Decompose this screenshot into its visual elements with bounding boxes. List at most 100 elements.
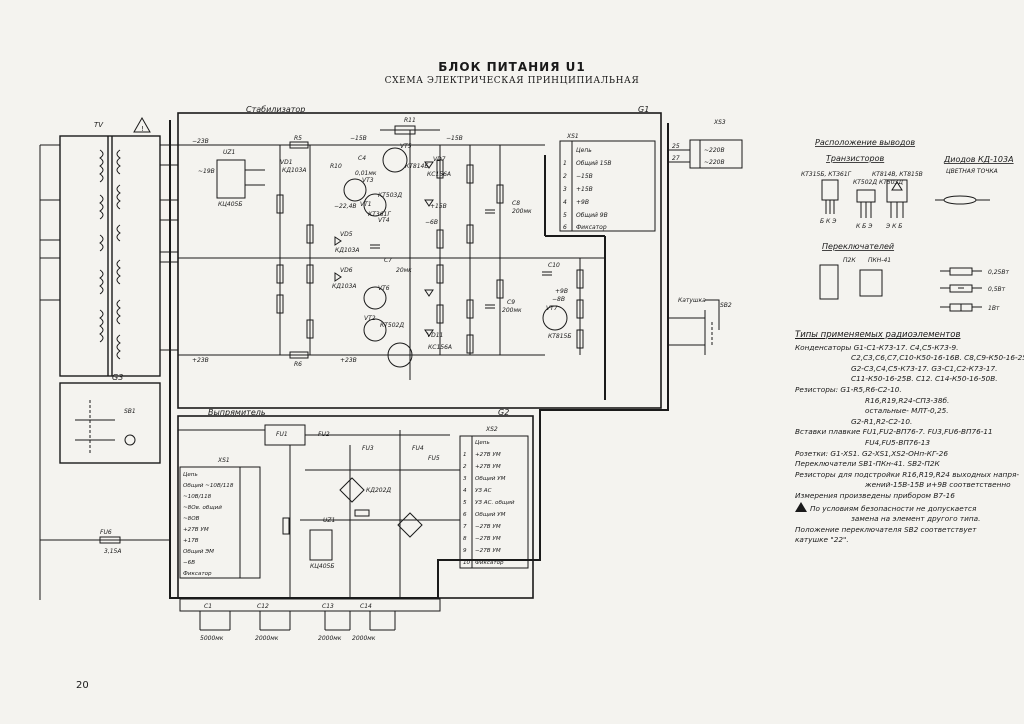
fu3-label: FU3 <box>362 445 374 452</box>
vt2-type: КТ502Д <box>380 322 404 329</box>
c8-value: 200мк <box>512 208 532 215</box>
voltage-p23: +23В <box>192 357 209 364</box>
transistor-pinout-drawings <box>821 179 908 218</box>
xs2-connector-table <box>459 435 529 569</box>
svg-text:2: 2 <box>463 464 467 470</box>
uz1-bottom-label: UZ1 <box>323 517 335 524</box>
transformer-frame <box>59 135 161 377</box>
vt3-label: VT3 <box>362 177 374 184</box>
vt5-label: VT5 <box>400 143 412 150</box>
svg-text:УЗ АС. общий: УЗ АС. общий <box>475 500 515 506</box>
xs3-rows: 25~220В 27~220В <box>672 143 725 166</box>
resistor-05w: 0,5Вт <box>988 286 1006 293</box>
stabilizer-block-frame <box>177 112 662 409</box>
svg-text:−27В УМ: −27В УМ <box>475 536 501 542</box>
r10-label: R10 <box>330 163 342 170</box>
vd1-label: VD1 <box>280 159 293 166</box>
voltage-p23b: +23В <box>340 357 357 364</box>
vd11-type: КС156А <box>428 344 452 351</box>
vd5-label: VD5 <box>340 231 353 238</box>
voltage-m19: ~19В <box>198 168 215 175</box>
vt2-label: VT2 <box>364 315 376 322</box>
xs1-ref: XS1 <box>566 133 579 140</box>
transformer-ref: TV <box>94 121 104 129</box>
svg-text:Общий УМ: Общий УМ <box>475 512 506 518</box>
types-line: Розетки: G1-XS1. G2-XS1,XS2-ОНп-КГ-26 <box>795 448 948 458</box>
uz1-top-type: КЦ405Б <box>218 201 243 208</box>
vt4-label: VT4 <box>378 217 390 224</box>
warning-note: По условиям безопасности не допускается <box>795 501 1021 515</box>
c13-label: C13 <box>322 603 334 610</box>
transistor-group-1: КТ315Б, КТ361Г <box>801 171 852 178</box>
types-line: R16,R19,R24-СП3-38б. <box>865 395 950 405</box>
rectifier-block-frame <box>177 415 534 599</box>
sb2-note-2: катушке "22". <box>795 535 849 545</box>
r6-label: R6 <box>294 361 302 368</box>
uz1-top-label: UZ1 <box>223 149 235 156</box>
voltage-m6: −6В <box>425 219 438 226</box>
voltage-p15: +15В <box>430 203 447 210</box>
xs3-connector-table <box>689 139 743 169</box>
kd202-label-1: КД202Д <box>366 487 391 494</box>
svg-text:5: 5 <box>563 212 567 219</box>
svg-text:5: 5 <box>463 500 467 506</box>
svg-text:Общий 9В: Общий 9В <box>576 212 608 219</box>
svg-text:6: 6 <box>463 512 467 518</box>
resistor-1w: 1Вт <box>988 305 1000 312</box>
c14-label: C14 <box>360 603 372 610</box>
fu5-label: FU5 <box>428 455 440 462</box>
svg-text:−27В УМ: −27В УМ <box>475 524 501 530</box>
vd6-label: VD6 <box>340 267 353 274</box>
diode-dot-note: ЦВЕТНАЯ ТОЧКА <box>946 168 998 175</box>
sb2-note-1: Положение переключателя SB2 соответствуе… <box>795 524 977 534</box>
rectifier-label: Выпрямитель <box>208 408 266 417</box>
sb2-label: SB2 <box>720 302 732 309</box>
voltage-m22: −22,4В <box>334 203 357 210</box>
svg-text:+27В УМ: +27В УМ <box>475 464 501 470</box>
c7-value: 20мк <box>396 267 412 274</box>
c12-value: 2000мк <box>255 635 279 642</box>
types-line: FU4,FU5-ВП76-13 <box>865 437 931 447</box>
switches-title: Переключателей <box>822 242 894 251</box>
pinout-title: Расположение выводов <box>815 138 915 147</box>
svg-text:−6В: −6В <box>183 560 195 566</box>
vt1-label: VT1 <box>360 201 372 208</box>
c9-value: 200мк <box>502 307 522 314</box>
vt4-type: КТ361Г <box>368 211 391 218</box>
uz1-bottom-bridge <box>309 529 333 561</box>
page-subtitle: СХЕМА ЭЛЕКТРИЧЕСКАЯ ПРИНЦИПИАЛЬНАЯ <box>384 76 640 86</box>
stabilizer-label: Стабилизатор <box>246 105 305 114</box>
svg-text:Общий ~10В/118: Общий ~10В/118 <box>183 483 234 489</box>
svg-text:−27В УМ: −27В УМ <box>475 548 501 554</box>
svg-text:Цепь: Цепь <box>183 472 198 478</box>
svg-text:9: 9 <box>463 548 467 554</box>
warning-mark: ! <box>141 125 144 133</box>
diode-symbols <box>334 161 434 337</box>
capacitor-bank <box>179 598 441 631</box>
types-line: G2-R1,R2-C2-10. <box>851 416 913 426</box>
warning-icon <box>133 116 151 133</box>
c10-label: C10 <box>548 262 560 269</box>
vd1-vd4-bridge <box>339 477 365 503</box>
diode-pinout-drawing <box>935 195 990 205</box>
svg-text:25: 25 <box>672 143 680 150</box>
stabilizer-ref: G1 <box>638 105 649 114</box>
c1-value: 5000мк <box>200 635 224 642</box>
uz1-bottom-type: КЦ405Б <box>310 563 335 570</box>
vd1-type: КД103А <box>282 167 307 174</box>
vt7-label: VT7 <box>546 305 558 312</box>
switch-pkn: ПКН-41 <box>868 257 891 264</box>
c14-value: 2000мк <box>352 635 376 642</box>
xs3-ref: XS3 <box>713 119 726 126</box>
resistor-025w: 0,25Вт <box>988 269 1009 276</box>
page-title: БЛОК ПИТАНИЯ U1 <box>438 60 586 74</box>
types-line: Конденсаторы G1-C1-К73-17. C4,C5-К73-9. <box>795 342 959 352</box>
c4-value: 0,01мк <box>355 170 377 177</box>
vd5-vd8-bridge <box>397 512 423 538</box>
xs1b-connector-table <box>179 466 261 579</box>
svg-text:~8ОВ: ~8ОВ <box>183 516 200 522</box>
sb1-label: SB1 <box>124 408 136 415</box>
